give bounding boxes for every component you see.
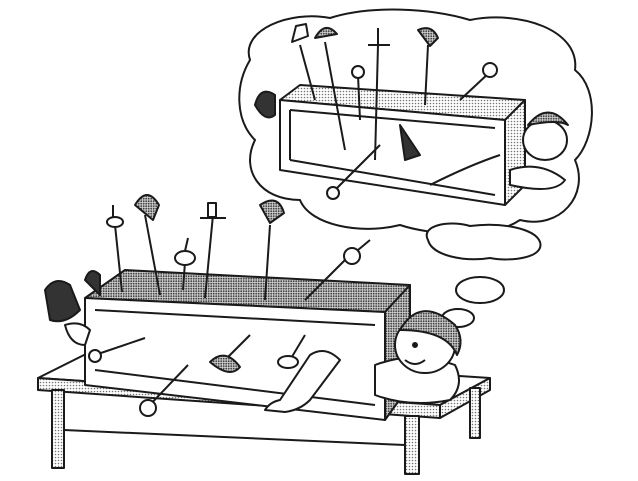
dream-feet — [254, 90, 276, 119]
head — [374, 310, 462, 404]
dream-swords — [291, 23, 498, 200]
dream-box — [254, 23, 569, 206]
feet — [44, 270, 101, 346]
thought-bubble-small-2 — [455, 276, 505, 304]
dream-head — [509, 111, 569, 190]
swords — [88, 194, 371, 417]
arm — [264, 350, 341, 413]
thought-bubble-small-1 — [425, 222, 542, 261]
